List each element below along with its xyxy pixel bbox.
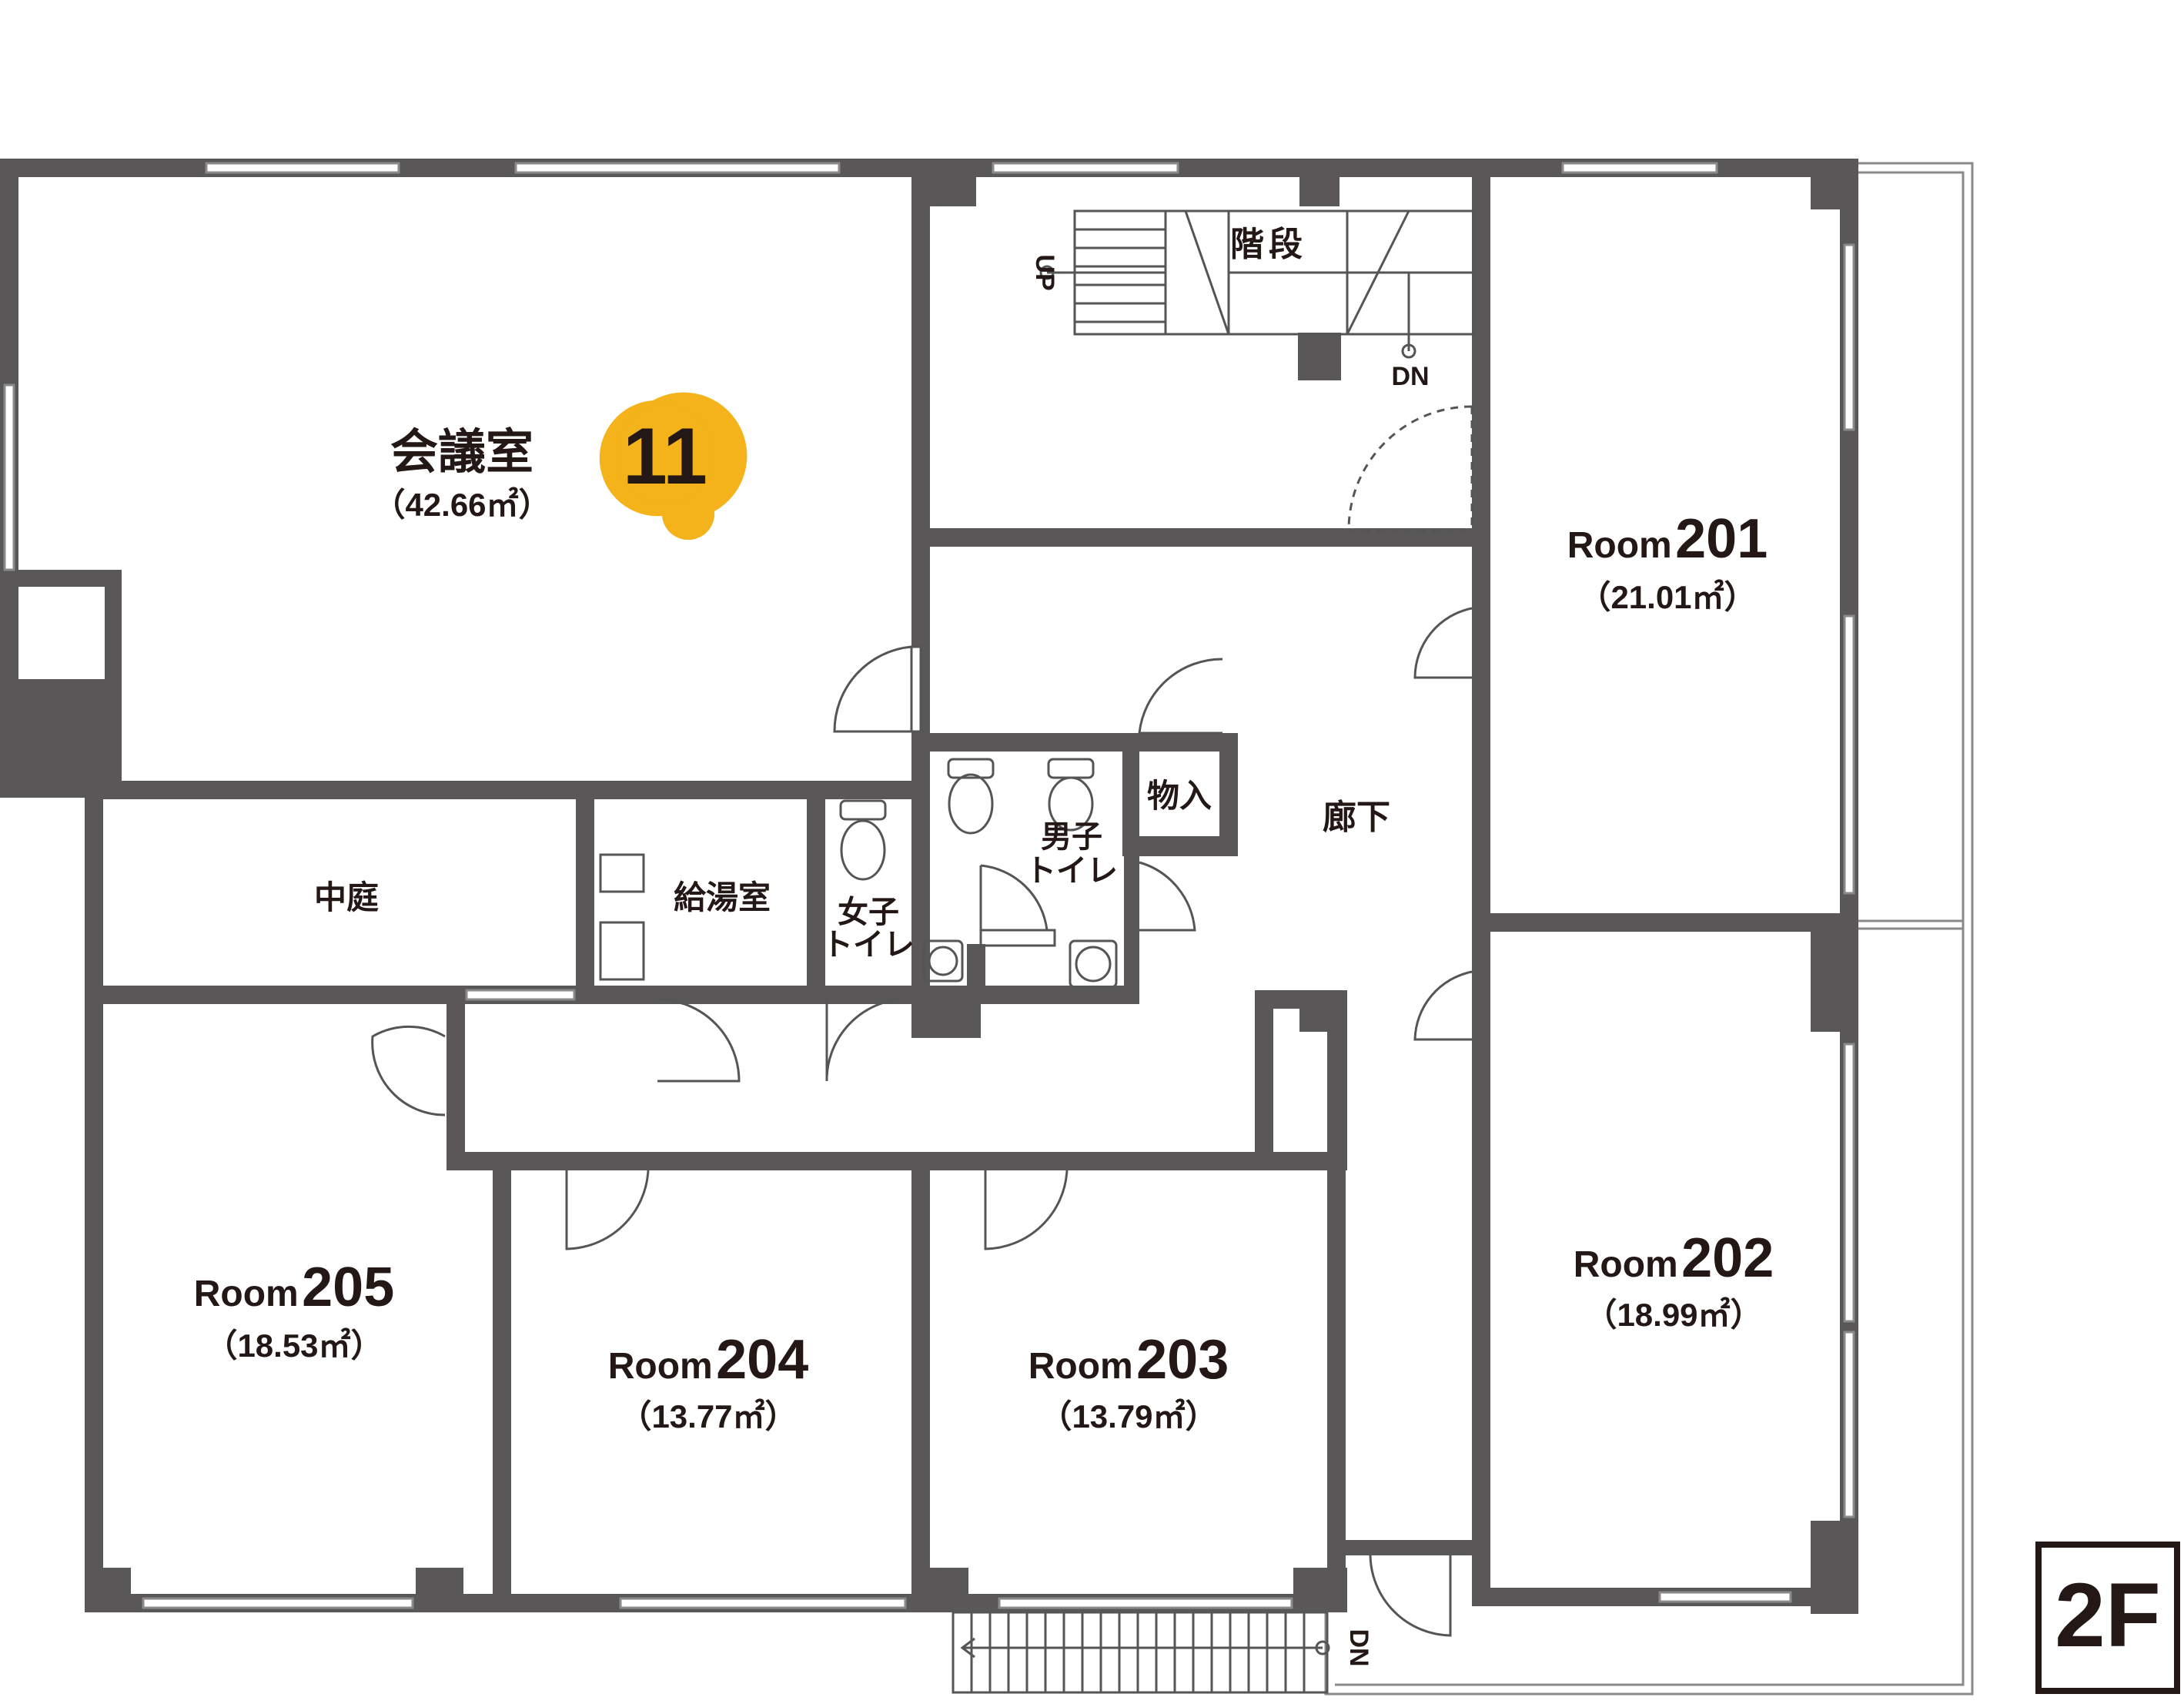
walls xyxy=(0,159,1858,1614)
windows xyxy=(3,162,1855,1609)
balcony-outline xyxy=(1324,162,1974,1696)
lower-stairs-dn-label: DN xyxy=(1344,1629,1373,1666)
room-202-area: （18.99㎡） xyxy=(1584,1297,1762,1333)
stairs-label: 階段 xyxy=(1230,226,1307,263)
stairs-up-label: UP xyxy=(1030,254,1059,290)
mens-toilet-label-2: トイレ xyxy=(1025,854,1118,888)
kitchen-label: 給湯室 xyxy=(674,879,771,916)
stairs-upper xyxy=(1039,209,1475,359)
mens-toilet-label-1: 男子 xyxy=(1041,820,1102,854)
floor-badge-label: 2F xyxy=(2055,1565,2161,1666)
stairs-lower xyxy=(952,1611,1330,1694)
room-203-area: （13.79㎡） xyxy=(1039,1398,1217,1435)
stairs-dn-label: DN xyxy=(1391,362,1429,391)
floor-badge: 2F xyxy=(2035,1542,2180,1694)
room-205-area: （18.53㎡） xyxy=(205,1327,383,1364)
room-201-area: （21.01㎡） xyxy=(1578,579,1756,615)
corridor-label: 廊下 xyxy=(1323,798,1390,836)
meeting-room-name: 会議室 xyxy=(390,426,533,479)
fixtures xyxy=(599,758,1118,989)
meeting-room-area: （42.66㎡） xyxy=(373,487,550,523)
room-204-title: Room 204 xyxy=(608,1329,809,1391)
courtyard-label: 中庭 xyxy=(314,879,379,916)
storage-label: 物入 xyxy=(1147,778,1212,814)
womens-toilet-label-1: 女子 xyxy=(838,896,899,929)
location-marker: 11 xyxy=(599,392,748,541)
location-marker-number: 11 xyxy=(623,412,707,501)
womens-toilet-label-2: トイレ xyxy=(822,928,915,962)
doors xyxy=(371,405,1473,1637)
room-201-title: Room 201 xyxy=(1567,508,1768,570)
room-202-title: Room 202 xyxy=(1574,1227,1774,1289)
room-203-title: Room 203 xyxy=(1028,1329,1229,1391)
room-204-area: （13.77㎡） xyxy=(619,1398,797,1435)
room-205-title: Room 205 xyxy=(194,1257,395,1318)
labels: 会議室 （42.66㎡） 11 階段 UP DN DN 廊下 物入 男子 トイレ… xyxy=(194,226,1774,1667)
